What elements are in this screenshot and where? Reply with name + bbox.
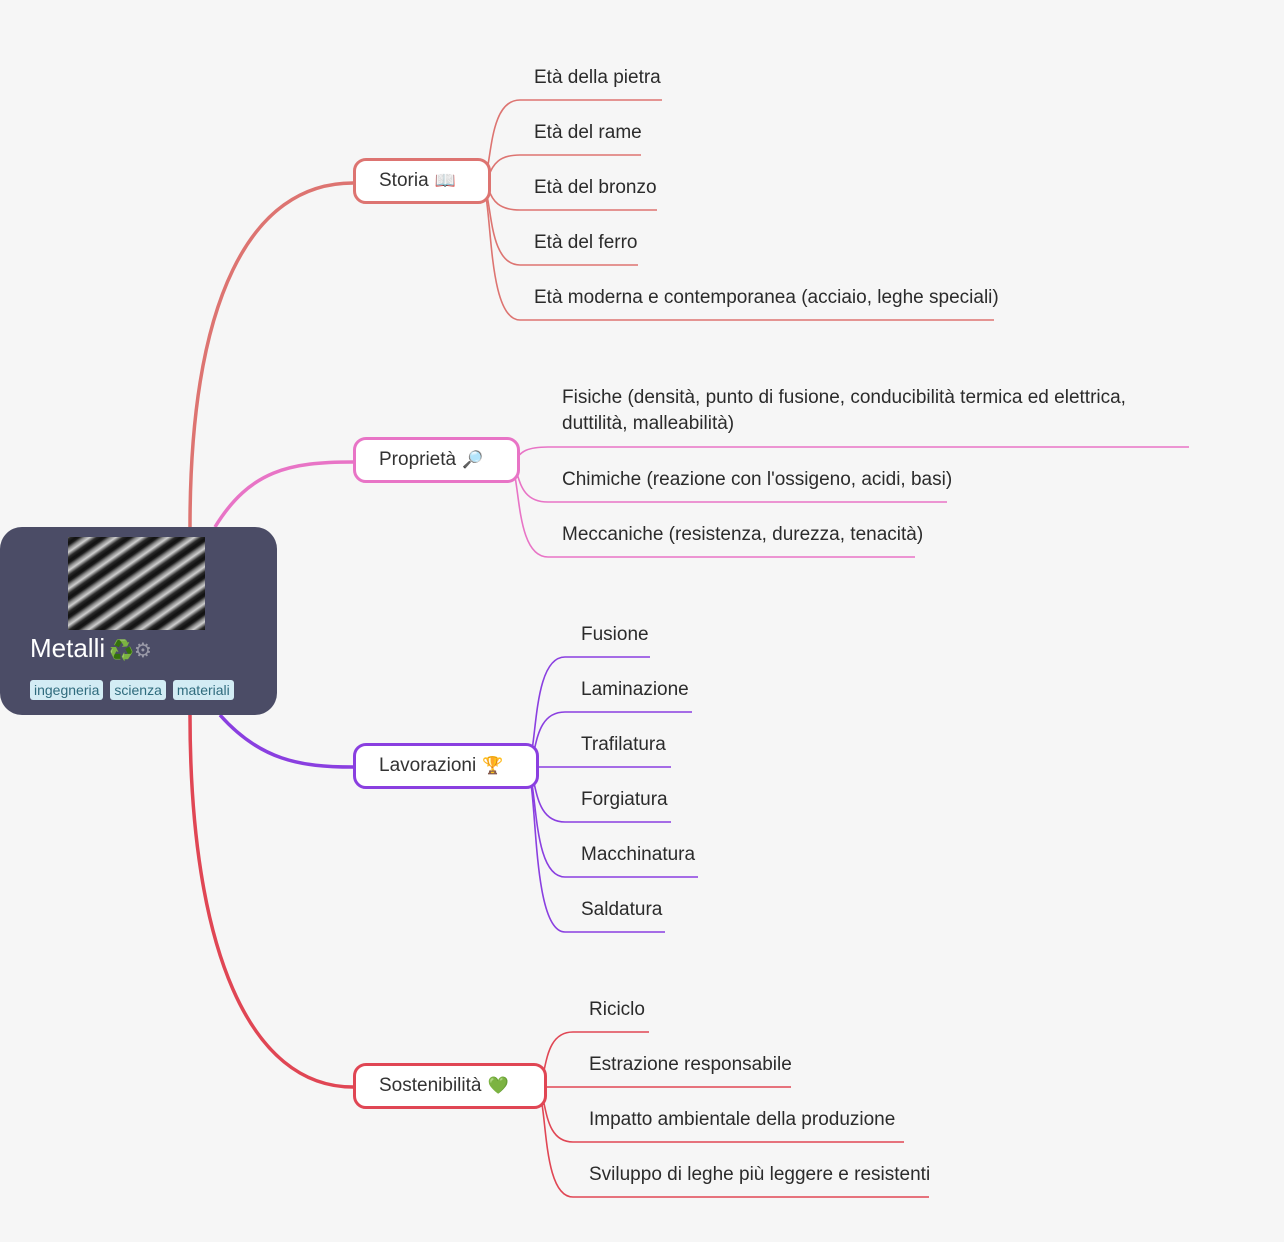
leaf-node[interactable]: Fusione	[581, 624, 649, 645]
leaf-node[interactable]: Età moderna e contemporanea (acciaio, le…	[534, 287, 999, 308]
leaf-node[interactable]: Estrazione responsabile	[589, 1054, 792, 1075]
leaf-node[interactable]: Età del rame	[534, 122, 642, 143]
tag[interactable]: materiali	[172, 680, 234, 700]
branch-node-storia[interactable]: Storia 📖	[353, 158, 491, 204]
green-heart-icon: 💚	[487, 1076, 509, 1095]
branch-label: Lavorazioni	[379, 755, 477, 776]
branch-node-proprieta[interactable]: Proprietà 🔎	[353, 437, 520, 483]
branch-label: Storia	[379, 170, 429, 191]
root-title-text: Metalli	[30, 633, 106, 663]
leaf-node[interactable]: Età del bronzo	[534, 177, 657, 198]
magnifier-icon: 🔎	[462, 450, 484, 469]
tag[interactable]: scienza	[110, 680, 166, 700]
root-connector	[188, 181, 354, 528]
root-connector	[218, 713, 354, 769]
branch-label: Sostenibilità	[379, 1075, 482, 1096]
leaf-node[interactable]: Età del ferro	[534, 232, 638, 253]
branch-label: Proprietà	[379, 449, 457, 470]
root-connector	[213, 460, 354, 528]
leaf-node[interactable]: Età della pietra	[534, 67, 661, 88]
root-title: Metalli♻️⚙	[30, 633, 152, 664]
leaf-node[interactable]: Riciclo	[589, 999, 645, 1020]
root-connector	[188, 714, 354, 1089]
recycle-gear-icon: ♻️⚙	[109, 640, 152, 662]
leaf-node[interactable]: Impatto ambientale della produzione	[589, 1109, 896, 1130]
leaf-node[interactable]: Saldatura	[581, 899, 663, 920]
leaf-node[interactable]: Sviluppo di leghe più leggere e resisten…	[589, 1164, 931, 1185]
leaf-node[interactable]: Trafilatura	[581, 734, 666, 755]
trophy-icon: 🏆	[482, 756, 504, 775]
leaf-node[interactable]: Laminazione	[581, 679, 689, 700]
leaf-node[interactable]: Forgiatura	[581, 789, 668, 810]
root-node[interactable]: Metalli♻️⚙ ingegneria scienza materiali	[0, 527, 277, 715]
leaf-node[interactable]: Meccaniche (resistenza, durezza, tenacit…	[562, 524, 924, 545]
tag-list: ingegneria scienza materiali	[30, 680, 234, 700]
leaf-node[interactable]: Macchinatura	[581, 844, 696, 865]
tag[interactable]: ingegneria	[30, 680, 104, 700]
leaf-node[interactable]: Fisiche (densità, punto di fusione, cond…	[562, 387, 1126, 434]
book-icon: 📖	[434, 171, 456, 190]
branch-node-lavorazioni[interactable]: Lavorazioni 🏆	[353, 743, 539, 789]
metal-pipes-image	[68, 537, 205, 630]
branch-node-sostenibilita[interactable]: Sostenibilità 💚	[353, 1063, 547, 1109]
leaf-node[interactable]: Chimiche (reazione con l'ossigeno, acidi…	[562, 469, 953, 490]
leaf-connector	[507, 446, 1189, 463]
